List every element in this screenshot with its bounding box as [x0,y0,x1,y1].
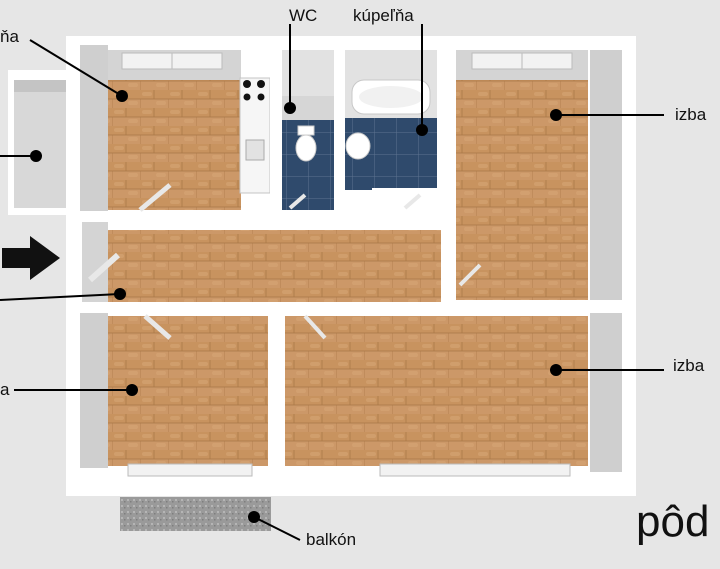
balcony-label: balkón [306,530,357,549]
wc-label: WC [289,6,318,25]
leader-dots [30,90,562,523]
leader-lines [0,24,664,541]
room-top-right-floor [456,80,588,300]
hallway-floor [108,230,441,302]
room-bottom-left-window [127,463,253,477]
room-bottom-left-label: a [0,380,10,399]
washbasin [345,132,371,160]
kitchen-label: ňa [0,27,19,46]
balcony [120,497,271,531]
room-bottom-right-label: izba [673,356,705,375]
room-top-right-label: izba [675,105,707,124]
bathroom-label: kúpeľňa [353,6,414,25]
entrance-arrow-icon [2,236,60,280]
kitchen-floor [108,80,241,210]
toilet [295,134,317,162]
room-bottom-right-floor [285,316,588,466]
floor-plan-caption: pôd [636,497,710,546]
room-bottom-right-window [379,463,571,477]
